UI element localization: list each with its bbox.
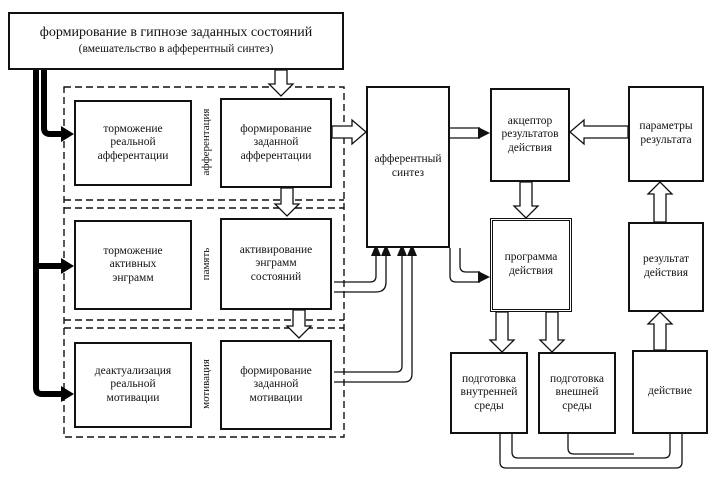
activate-state-engrams-box: активирование энграмм состояний [220, 218, 332, 310]
hollow-arrow-program-to-internal [488, 311, 516, 353]
form-given-afferentation-box: формирование заданной афферентации [220, 98, 332, 188]
arrowhead-into-program [478, 271, 490, 283]
hollow-arrow-top-to-afferentation [267, 69, 295, 97]
hollow-arrow-params-to-acceptor [569, 118, 629, 146]
form-motivation-line-2: заданной [253, 378, 299, 391]
label-afferentation: афферентация [200, 108, 212, 176]
afferent-synthesis-box: афферентный синтез [366, 86, 450, 248]
inhibit-engrams-line-1: торможение [103, 244, 163, 257]
internal-env-prep-box: подготовка внутренней среды [450, 352, 528, 434]
hollow-arrow-action-to-result [646, 311, 674, 351]
connector-bottom-outer [499, 434, 683, 469]
form-afferentation-line-2: заданной [253, 136, 299, 149]
action-result-line-2: действия [643, 267, 689, 279]
hollow-arrow-row2-to-row3 [285, 309, 313, 339]
inhibit-engrams-line-3: энграмм [112, 271, 154, 284]
form-motivation-line-3: мотивации [249, 391, 303, 404]
hollow-arrow-acceptor-to-program [512, 181, 540, 219]
inhibit-afferentation-line-1: торможение [103, 122, 163, 135]
deactualize-line-1: деактуализация [94, 364, 172, 377]
inhibit-afferentation-line-2: реальной [110, 136, 156, 149]
inhibit-engrams-line-2: активных [109, 258, 157, 271]
main-thick-connector [33, 68, 62, 397]
activate-engrams-line-2: энграмм [255, 257, 297, 270]
label-motivation: мотивация [200, 359, 212, 409]
connector-synthesis-to-program-b [459, 248, 480, 273]
connector-motivation-to-synthesis-a [334, 254, 403, 373]
hypnosis-title: формирование в гипнозе заданных состояни… [39, 24, 313, 40]
connector-memory-to-synthesis-a [334, 254, 377, 283]
external-env-prep-box: подготовка внешней среды [538, 352, 616, 434]
acceptor-line-3: действия [507, 141, 553, 154]
arrowhead-into-synthesis-2 [381, 244, 391, 256]
arrowhead-into-synthesis-1 [371, 244, 381, 256]
action-program-box: программа действия [490, 218, 572, 312]
action-label: действие [648, 385, 692, 398]
hollow-arrow-afferentation-to-synthesis [331, 118, 367, 146]
result-parameters-box: параметры результата [628, 86, 704, 182]
params-line-2: результата [640, 134, 692, 146]
inhibit-real-afferentation-box: торможение реальной афферентации [74, 100, 192, 186]
form-afferentation-line-3: афферентации [240, 149, 312, 162]
connector-memory-to-synthesis-b [334, 254, 387, 293]
deactualize-motivation-box: деактуализация реальной мотивации [74, 342, 192, 428]
acceptor-line-2: результатов [501, 128, 559, 141]
action-result-line-1: результат [642, 253, 690, 266]
external-prep-line-3: среды [562, 399, 592, 412]
hollow-arrow-row1-to-row2 [273, 187, 301, 217]
synthesis-line-1: афферентный [374, 153, 442, 166]
external-prep-line-2: внешней [555, 386, 599, 399]
arrowhead-into-synthesis-3 [397, 244, 407, 256]
action-result-box: результат действия [628, 222, 704, 312]
connector-external-to-action [567, 434, 634, 455]
hollow-arrow-program-to-external [538, 311, 566, 353]
program-line-1: программа [504, 251, 558, 264]
thick-arrowhead-row2 [61, 258, 74, 274]
connector-bottom-inner [511, 434, 671, 459]
hypnosis-subtitle: (вмешательство в афферентный синтез) [78, 43, 274, 56]
arrowhead-into-synthesis-4 [407, 244, 417, 256]
connector-synthesis-to-program-a [449, 248, 480, 283]
thick-arrowhead-row1 [61, 126, 74, 142]
label-memory: память [200, 247, 212, 281]
action-box: действие [632, 350, 708, 434]
params-line-1: параметры [639, 120, 693, 133]
hollow-arrow-result-to-params [646, 181, 674, 223]
thick-connector-row1 [41, 68, 62, 137]
external-prep-line-1: подготовка [549, 372, 605, 385]
internal-prep-line-2: внутренней [460, 386, 518, 399]
inhibit-afferentation-line-3: афферентации [97, 149, 169, 162]
internal-prep-line-3: среды [474, 399, 504, 412]
internal-prep-line-1: подготовка [461, 372, 517, 385]
deactualize-line-2: реальной [110, 378, 156, 391]
activate-engrams-line-1: активирование [239, 243, 313, 256]
synthesis-line-2: синтез [391, 167, 425, 179]
arrowhead-into-acceptor [478, 127, 490, 139]
hypnosis-states-box: формирование в гипнозе заданных состояни… [8, 12, 344, 70]
acceptor-line-1: акцептор [507, 114, 553, 127]
deactualize-line-3: мотивации [106, 391, 160, 404]
activate-engrams-line-3: состояний [250, 270, 302, 283]
form-motivation-line-1: формирование [240, 364, 312, 377]
inhibit-active-engrams-box: торможение активных энграмм [74, 220, 192, 310]
form-afferentation-line-1: формирование [240, 122, 312, 135]
form-given-motivation-box: формирование заданной мотивации [220, 340, 332, 430]
connector-motivation-to-synthesis-b [334, 254, 413, 383]
program-line-2: действия [508, 265, 554, 277]
action-result-acceptor-box: акцептор результатов действия [490, 88, 570, 182]
thick-arrowhead-row3 [61, 386, 74, 402]
